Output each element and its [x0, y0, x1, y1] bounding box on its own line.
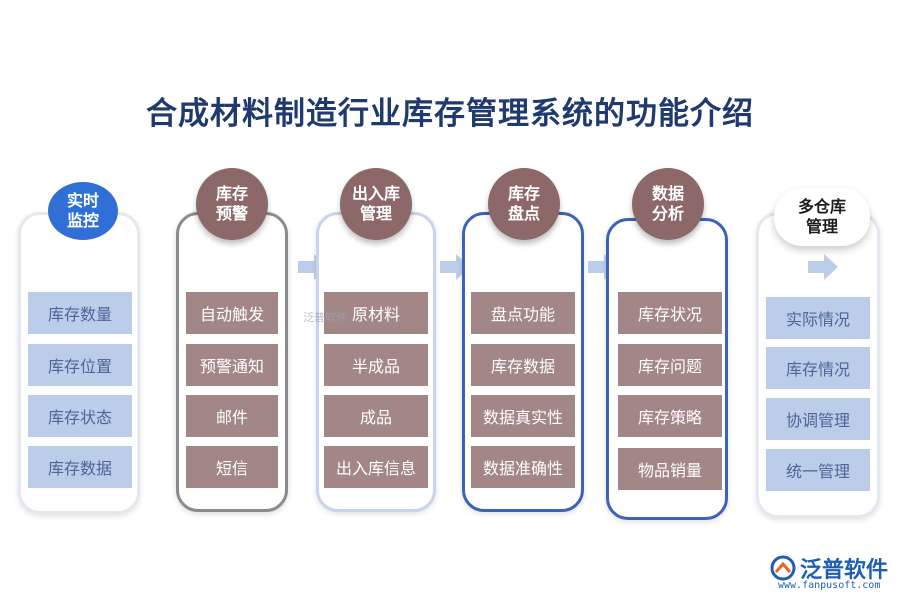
- item-count-function: 盘点功能: [471, 292, 575, 334]
- watermark: 泛普软件: [303, 311, 347, 324]
- item-sms: 短信: [186, 446, 278, 488]
- item-inventory-quantity: 库存数量: [28, 292, 132, 334]
- item-data-accuracy: 数据准确性: [471, 446, 575, 488]
- brand-logo: 泛普软件: [770, 552, 888, 584]
- header-realtime-monitoring: 实时 监控: [48, 182, 118, 240]
- item-finished-products: 成品: [324, 395, 428, 437]
- item-inventory-status: 库存状态: [28, 395, 132, 437]
- item-data-authenticity: 数据真实性: [471, 395, 575, 437]
- item-stock-strategy: 库存策略: [618, 395, 722, 437]
- item-auto-trigger: 自动触发: [186, 292, 278, 334]
- header-label: 库存 预警: [215, 184, 248, 223]
- page-title: 合成材料制造行业库存管理系统的功能介绍: [146, 96, 754, 132]
- item-stock-problems: 库存问题: [618, 344, 722, 386]
- item-stock-condition: 库存状况: [618, 292, 722, 334]
- header-data-analysis: 数据 分析: [632, 168, 704, 240]
- item-unified-management: 统一管理: [766, 449, 870, 491]
- item-coordinated-management: 协调管理: [766, 398, 870, 440]
- arrow-right-icon: [808, 254, 838, 280]
- item-alert-notice: 预警通知: [186, 344, 278, 386]
- item-item-sales: 物品销量: [618, 448, 722, 490]
- header-label: 库存 盘点: [507, 184, 540, 223]
- header-inventory-alert: 库存 预警: [196, 168, 268, 240]
- item-stock-situation: 库存情况: [766, 347, 870, 389]
- item-inventory-location: 库存位置: [28, 344, 132, 386]
- item-semi-finished: 半成品: [324, 344, 428, 386]
- item-raw-materials: 原材料: [324, 292, 428, 334]
- header-label: 出入库 管理: [351, 184, 400, 223]
- item-inventory-data: 库存数据: [28, 446, 132, 488]
- logo-name: 泛普软件: [800, 558, 889, 583]
- header-label: 多仓库 管理: [797, 197, 846, 236]
- header-label: 实时 监控: [66, 191, 99, 230]
- item-email: 邮件: [186, 395, 278, 437]
- header-inout-management: 出入库 管理: [340, 168, 412, 240]
- logo-url: www.fanpusoft.com: [778, 580, 881, 591]
- item-stock-data: 库存数据: [471, 344, 575, 386]
- item-actual-situation: 实际情况: [766, 297, 870, 339]
- header-multi-warehouse: 多仓库 管理: [774, 188, 870, 246]
- fanpu-logo-icon: [770, 555, 796, 581]
- header-label: 数据 分析: [651, 184, 684, 223]
- header-inventory-count: 库存 盘点: [488, 168, 560, 240]
- item-inout-info: 出入库信息: [324, 446, 428, 488]
